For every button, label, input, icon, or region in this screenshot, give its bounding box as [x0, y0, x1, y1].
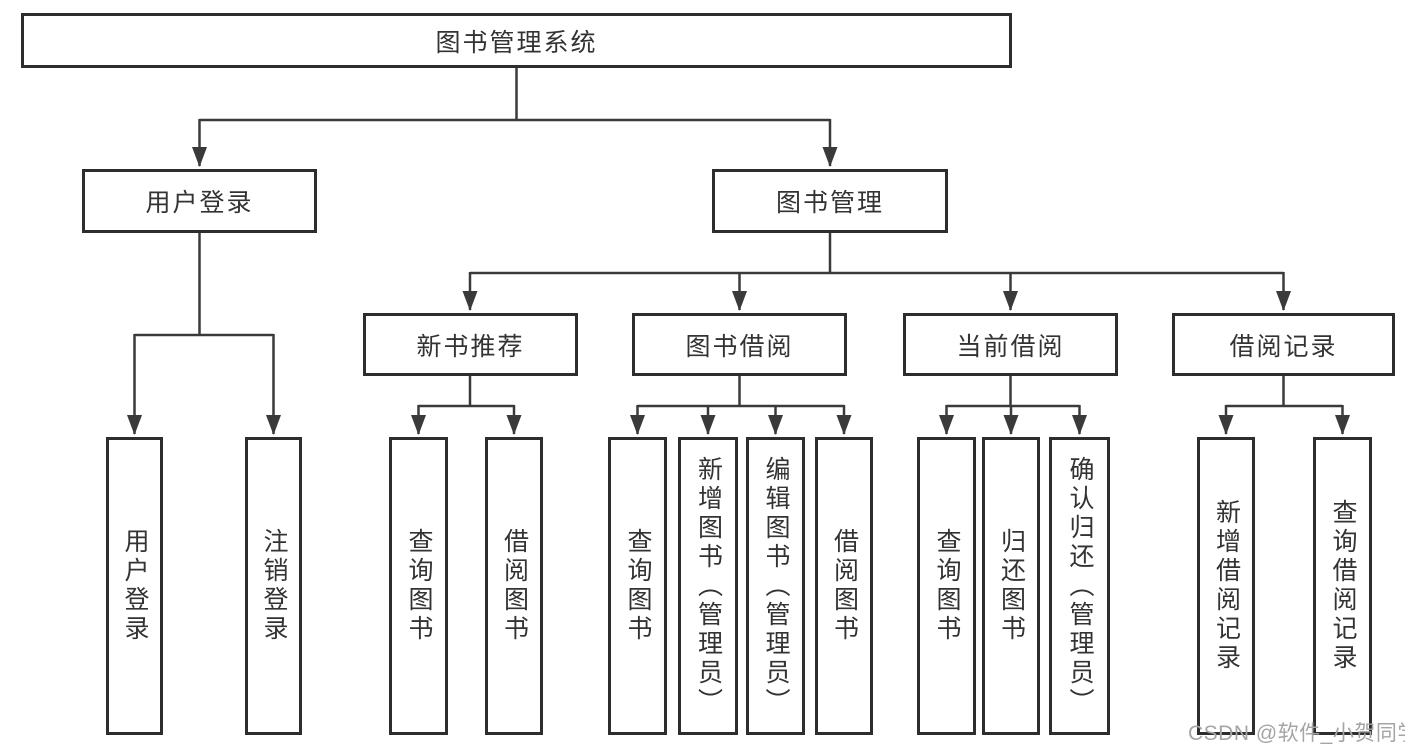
leaf-query-book-2-label: 查询图书: [624, 528, 652, 644]
leaf-query-book-3: 查询图书: [917, 437, 976, 735]
node-book-borrow: 图书借阅: [632, 313, 847, 376]
node-current-borrow-label: 当前借阅: [956, 332, 1065, 361]
node-root-label: 图书管理系统: [435, 28, 598, 57]
node-new-books-label: 新书推荐: [416, 332, 525, 361]
node-current-borrow: 当前借阅: [903, 313, 1118, 376]
leaf-borrow-book-1-label: 借阅图书: [500, 528, 529, 644]
leaf-borrow-book-1: 借阅图书: [485, 437, 543, 735]
leaf-query-record: 查询借阅记录: [1313, 437, 1372, 735]
csdn-watermark: CSDN @软件_小贺同学: [1188, 722, 1405, 745]
leaf-edit-book-label: 编辑图书（管理员）: [762, 455, 790, 717]
leaf-edit-book: 编辑图书（管理员）: [746, 437, 805, 735]
leaf-return-book-label: 归还图书: [997, 528, 1026, 644]
node-new-books: 新书推荐: [363, 313, 578, 376]
node-book-mgmt: 图书管理: [712, 169, 948, 233]
node-user-login: 用户登录: [82, 169, 317, 233]
node-user-login-label: 用户登录: [145, 189, 254, 217]
leaf-confirm-return: 确认归还（管理员）: [1049, 437, 1110, 735]
leaf-logout-label: 注销登录: [260, 528, 288, 644]
leaf-query-book-2: 查询图书: [608, 437, 667, 735]
node-book-borrow-label: 图书借阅: [685, 332, 794, 361]
leaf-logout: 注销登录: [245, 437, 302, 735]
leaf-user-login: 用户登录: [106, 437, 163, 735]
node-borrow-records: 借阅记录: [1172, 313, 1395, 376]
leaf-borrow-book-2-label: 借阅图书: [830, 528, 859, 644]
leaf-query-book-1-label: 查询图书: [405, 528, 433, 644]
node-book-mgmt-label: 图书管理: [775, 189, 884, 217]
leaf-borrow-book-2: 借阅图书: [815, 437, 873, 735]
leaf-add-record: 新增借阅记录: [1197, 437, 1255, 735]
leaf-add-book: 新增图书（管理员）: [678, 437, 738, 735]
leaf-query-record-label: 查询借阅记录: [1329, 499, 1357, 673]
leaf-add-record-label: 新增借阅记录: [1212, 499, 1241, 673]
leaf-user-login-label: 用户登录: [121, 528, 149, 644]
node-borrow-records-label: 借阅记录: [1229, 332, 1338, 361]
node-root: 图书管理系统: [21, 13, 1012, 68]
leaf-query-book-1: 查询图书: [389, 437, 448, 735]
leaf-add-book-label: 新增图书（管理员）: [694, 455, 723, 717]
leaf-return-book: 归还图书: [982, 437, 1040, 735]
leaf-query-book-3-label: 查询图书: [933, 528, 961, 644]
leaf-confirm-return-label: 确认归还（管理员）: [1066, 455, 1094, 717]
